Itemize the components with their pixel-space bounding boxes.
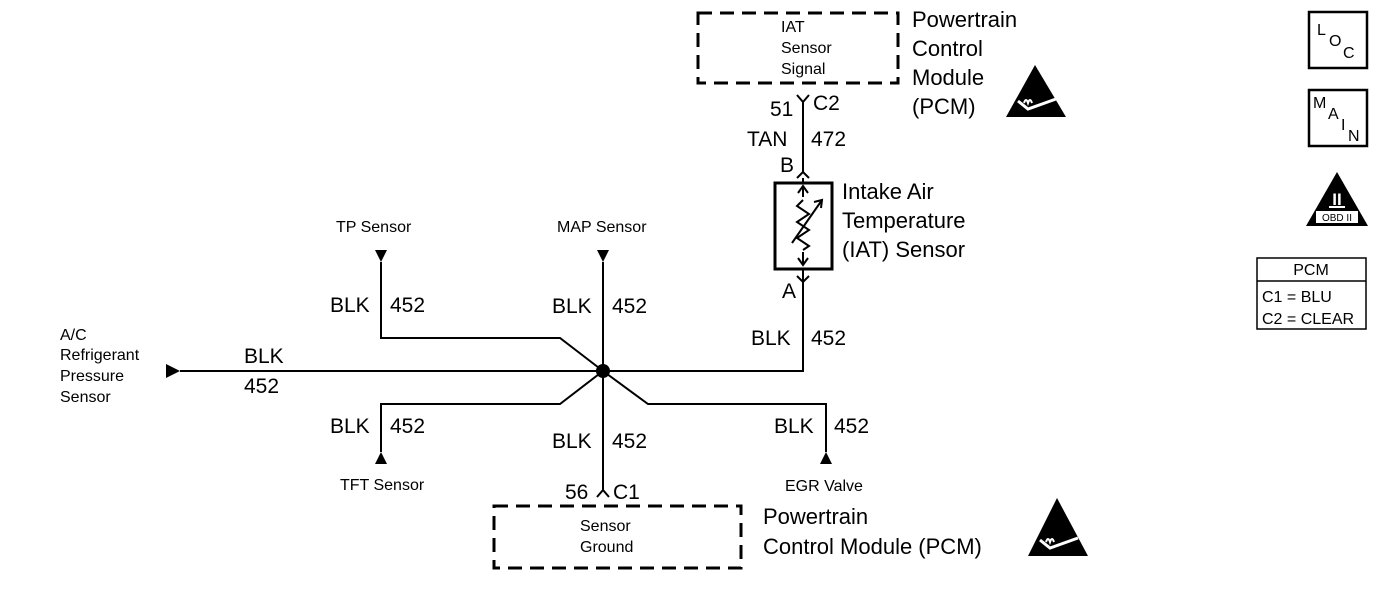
thermistor-icon bbox=[791, 184, 824, 267]
pcm-table-row-1: C1 = BLU bbox=[1262, 289, 1332, 306]
pcm-top-connector: C2 bbox=[813, 92, 840, 115]
main-letter-1: M bbox=[1313, 95, 1326, 112]
connector-c1-symbol bbox=[596, 488, 610, 498]
pcm-bottom-title-line-1: Powertrain bbox=[763, 504, 868, 529]
pcm-table-header: PCM bbox=[1293, 262, 1329, 279]
pcm-top-title-line-2: Control bbox=[912, 36, 983, 61]
iat-title-line-1: Intake Air bbox=[842, 179, 934, 204]
pcm-top-box bbox=[696, 11, 900, 85]
main-icon: M A I N bbox=[1307, 88, 1369, 148]
pcm-top-title-line-3: Module bbox=[912, 65, 984, 90]
iat-connector-b-symbol bbox=[796, 170, 810, 179]
branch-tft: TFT Sensor BLK 452 bbox=[330, 370, 604, 494]
loc-letter-3: C bbox=[1343, 45, 1355, 62]
wire-tan-circuit: 472 bbox=[811, 128, 846, 151]
pcm-top-box-line-2: Sensor bbox=[781, 40, 832, 57]
iat-title-line-3: (IAT) Sensor bbox=[842, 237, 965, 262]
wire-iat-to-splice bbox=[603, 282, 804, 372]
map-wire-circuit: 452 bbox=[612, 295, 647, 318]
map-arrow-icon bbox=[597, 250, 609, 262]
egr-valve-label: EGR Valve bbox=[785, 478, 863, 495]
pcm-bottom-box-line-1: Sensor bbox=[580, 518, 631, 535]
pcm-bottom-title-line-2: Control Module (PCM) bbox=[763, 534, 982, 559]
pcm-bottom-connector: C1 bbox=[613, 481, 640, 504]
wire-iat-color: BLK bbox=[751, 327, 791, 350]
esd-warning-icon bbox=[1028, 498, 1088, 556]
pcm-top-box-line-1: IAT bbox=[781, 19, 805, 36]
egr-wire-circuit: 452 bbox=[834, 415, 869, 438]
connector-c2-symbol bbox=[796, 94, 810, 104]
egr-arrow-icon bbox=[820, 452, 832, 464]
ac-arrow-icon bbox=[166, 364, 180, 378]
tft-arrow-icon bbox=[375, 452, 387, 464]
pcm-top-box-line-3: Signal bbox=[781, 61, 825, 78]
branch-egr: EGR Valve BLK 452 bbox=[602, 370, 869, 495]
egr-wire-color: BLK bbox=[774, 415, 814, 438]
ac-label-line-1: A/C bbox=[60, 327, 87, 344]
main-letter-2: A bbox=[1328, 106, 1339, 123]
ground-wire-circuit: 452 bbox=[612, 430, 647, 453]
wire-tan-color: TAN bbox=[747, 128, 787, 151]
tft-wire-color: BLK bbox=[330, 415, 370, 438]
main-letter-3: I bbox=[1341, 117, 1345, 134]
branch-tp: TP Sensor BLK 452 bbox=[330, 219, 604, 372]
pcm-top-pin: 51 bbox=[770, 98, 793, 121]
branch-map: MAP Sensor BLK 452 bbox=[552, 219, 647, 371]
loc-icon: L O C bbox=[1307, 10, 1369, 70]
pcm-table-row-2: C2 = CLEAR bbox=[1262, 311, 1354, 328]
ac-label-line-2: Refrigerant bbox=[60, 347, 140, 364]
loc-letter-1: L bbox=[1317, 22, 1326, 39]
tp-wire-circuit: 452 bbox=[390, 294, 425, 317]
obd-numeral: II bbox=[1332, 190, 1341, 209]
ac-wire-color: BLK bbox=[244, 345, 284, 368]
map-sensor-label: MAP Sensor bbox=[557, 219, 647, 236]
pcm-bottom-box-line-2: Ground bbox=[580, 539, 633, 556]
branch-ac: A/C Refrigerant Pressure Sensor BLK 452 bbox=[60, 327, 603, 406]
main-letter-4: N bbox=[1348, 128, 1360, 145]
iat-title-line-2: Temperature bbox=[842, 208, 966, 233]
tft-wire-circuit: 452 bbox=[390, 415, 425, 438]
ground-wire-color: BLK bbox=[552, 430, 592, 453]
loc-letter-2: O bbox=[1329, 33, 1341, 50]
obd-label: OBD II bbox=[1322, 213, 1352, 224]
pcm-bottom-pin: 56 bbox=[565, 481, 588, 504]
wire-iat-circuit: 452 bbox=[811, 327, 846, 350]
pcm-top: IAT Sensor Signal Powertrain Control Mod… bbox=[696, 7, 1066, 121]
ac-wire-circuit: 452 bbox=[244, 375, 279, 398]
tft-sensor-label: TFT Sensor bbox=[340, 477, 425, 494]
pcm-bottom-box bbox=[492, 504, 743, 570]
pcm-top-title-line-1: Powertrain bbox=[912, 7, 1017, 32]
pcm-connector-table: PCM C1 = BLU C2 = CLEAR bbox=[1256, 257, 1367, 330]
tp-sensor-label: TP Sensor bbox=[336, 219, 412, 236]
obd-ii-icon: II OBD II bbox=[1306, 172, 1368, 226]
iat-pin-b: B bbox=[780, 154, 794, 177]
pcm-bottom: 56 C1 Sensor Ground Powertrain Control M… bbox=[492, 481, 1088, 570]
iat-sensor: B A Intake Air Temperature (IAT) Sensor bbox=[773, 154, 966, 303]
pcm-top-title-line-4: (PCM) bbox=[912, 94, 976, 119]
tp-wire-color: BLK bbox=[330, 294, 370, 317]
esd-warning-icon bbox=[1006, 65, 1066, 117]
map-wire-color: BLK bbox=[552, 295, 592, 318]
tp-arrow-icon bbox=[375, 250, 387, 262]
iat-pin-a: A bbox=[782, 280, 796, 303]
branch-ground: BLK 452 bbox=[552, 371, 647, 490]
ac-label-line-4: Sensor bbox=[60, 389, 111, 406]
ac-label-line-3: Pressure bbox=[60, 368, 124, 385]
